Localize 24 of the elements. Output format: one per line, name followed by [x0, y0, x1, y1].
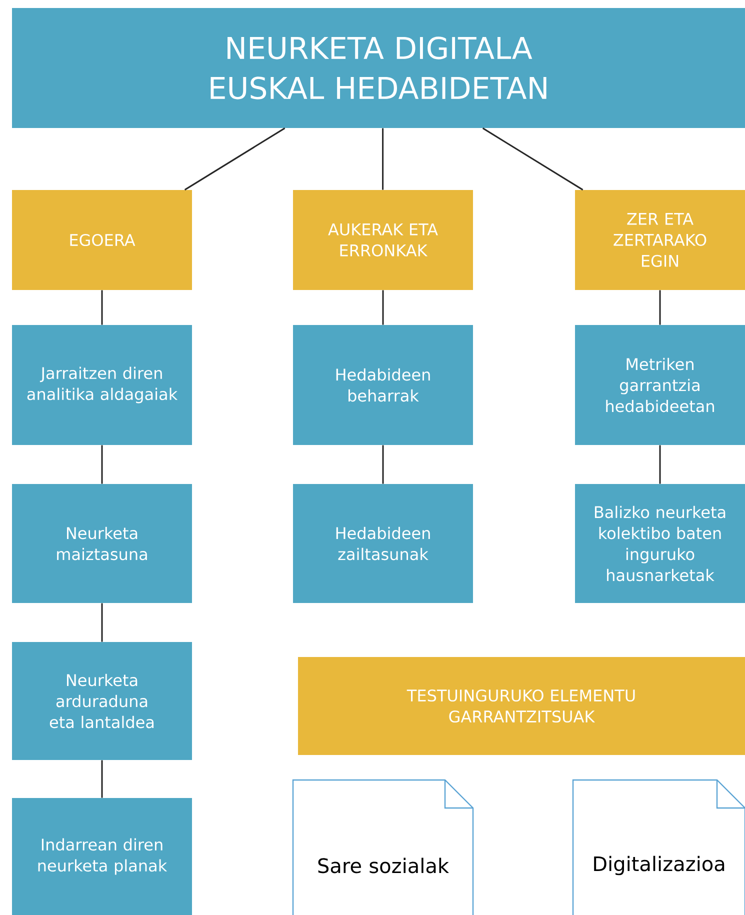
connector-line — [659, 445, 661, 484]
category-box: AUKERAK ETA ERRONKAK — [293, 190, 473, 290]
category-box: ZER ETA ZERTARAKO EGIN — [575, 190, 745, 290]
section-banner: TESTUINGURUKO ELEMENTU GARRANTZITSUAK — [298, 657, 745, 755]
topic-box: Neurketa maiztasuna — [12, 484, 192, 603]
connector-line — [101, 290, 103, 325]
category-box: EGOERA — [12, 190, 192, 290]
connector-line — [382, 445, 384, 484]
connector-line — [101, 760, 103, 798]
connector-line — [101, 603, 103, 642]
topic-box: Jarraitzen diren analitika aldagaiak — [12, 325, 192, 445]
topic-box: Balizko neurketa kolektibo baten inguruko hausnarketak — [575, 484, 745, 603]
connector-line — [184, 128, 286, 190]
topic-box: Neurketa arduraduna eta lantaldea — [12, 642, 192, 760]
connector-line — [101, 445, 103, 484]
title-banner: NEURKETA DIGITALA EUSKAL HEDABIDETAN — [12, 8, 745, 128]
connector-line — [382, 290, 384, 325]
connector-line — [482, 128, 584, 190]
topic-box: Indarrean diren neurketa planak — [12, 798, 192, 915]
connector-line — [659, 290, 661, 325]
connector-line — [382, 128, 384, 190]
topic-box: Hedabideen zailtasunak — [293, 484, 473, 603]
topic-box: Hedabideen beharrak — [293, 325, 473, 445]
topic-box: Metriken garrantzia hedabideetan — [575, 325, 745, 445]
